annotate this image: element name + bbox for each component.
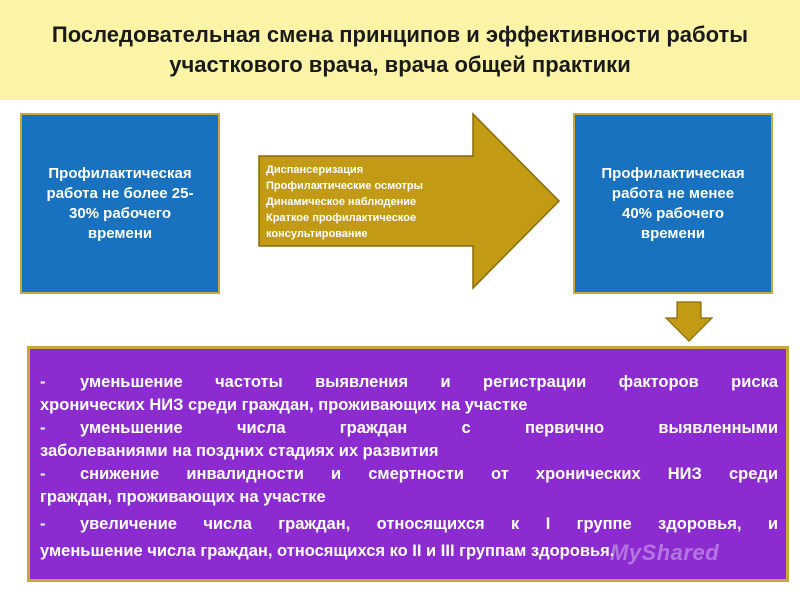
watermark-logo: MyShared bbox=[610, 540, 720, 565]
current-workload-line: работа не более 25- bbox=[46, 184, 194, 202]
result-item: - увеличение числа граждан, относящихся к… bbox=[40, 513, 778, 563]
preventive-measure-item: Диспансеризация bbox=[266, 164, 364, 176]
down-arrow-icon bbox=[664, 301, 714, 342]
result-dash: - bbox=[40, 419, 46, 437]
title-band: Последовательная смена принципов и эффек… bbox=[0, 0, 800, 100]
target-workload-line: 40% рабочего bbox=[621, 204, 724, 222]
slide-title: Последовательная смена принципов и эффек… bbox=[30, 20, 770, 80]
target-workload-line: работа не менее bbox=[611, 184, 735, 202]
result-text: уменьшение числа граждан, относящихся ко… bbox=[40, 542, 615, 560]
result-text: хронических НИЗ среди граждан, проживающ… bbox=[40, 396, 528, 414]
preventive-measure-item: Динамическое наблюдение bbox=[266, 196, 417, 208]
current-workload-line: 30% рабочего bbox=[68, 204, 171, 222]
result-dash: - bbox=[40, 515, 46, 533]
target-workload-line: времени bbox=[640, 224, 706, 242]
result-dash: - bbox=[40, 465, 46, 483]
preventive-measures-list: Диспансеризация Профилактические осмотры… bbox=[266, 162, 466, 242]
slide-title-line: участкового врача, врача общей практики bbox=[169, 52, 631, 77]
expected-results-box: - уменьшение частоты выявления и регистра… bbox=[27, 346, 789, 582]
current-workload-line: времени bbox=[87, 224, 153, 242]
result-text: снижение инвалидности и смертности от хр… bbox=[80, 465, 778, 483]
transition-arrow-icon bbox=[258, 112, 561, 290]
result-text: уменьшение частоты выявления и регистрац… bbox=[80, 373, 778, 391]
result-dash: - bbox=[40, 373, 46, 391]
target-workload-box: Профилактическая работа не менее 40% раб… bbox=[573, 113, 773, 294]
current-workload-box: Профилактическая работа не более 25- 30%… bbox=[20, 113, 220, 294]
result-item: - уменьшение частоты выявления и регистра… bbox=[40, 371, 778, 417]
target-workload-line: Профилактическая bbox=[601, 164, 745, 182]
preventive-measure-item: Краткое профилактическое bbox=[266, 212, 417, 224]
result-item: - снижение инвалидности и смертности от х… bbox=[40, 463, 778, 509]
result-text: увеличение числа граждан, относящихся к … bbox=[80, 515, 778, 533]
preventive-measure-item: консультирование bbox=[266, 228, 368, 240]
slide-title-line: Последовательная смена принципов и эффек… bbox=[51, 22, 749, 47]
result-text: заболеваниями на поздних стадиях их разв… bbox=[40, 442, 439, 460]
result-text: граждан, проживающих на участке bbox=[40, 488, 326, 506]
current-workload-line: Профилактическая bbox=[48, 164, 192, 182]
preventive-measure-item: Профилактические осмотры bbox=[266, 180, 424, 192]
result-text: уменьшение числа граждан с первично выяв… bbox=[80, 419, 778, 437]
result-item: - уменьшение числа граждан с первично выя… bbox=[40, 417, 778, 463]
